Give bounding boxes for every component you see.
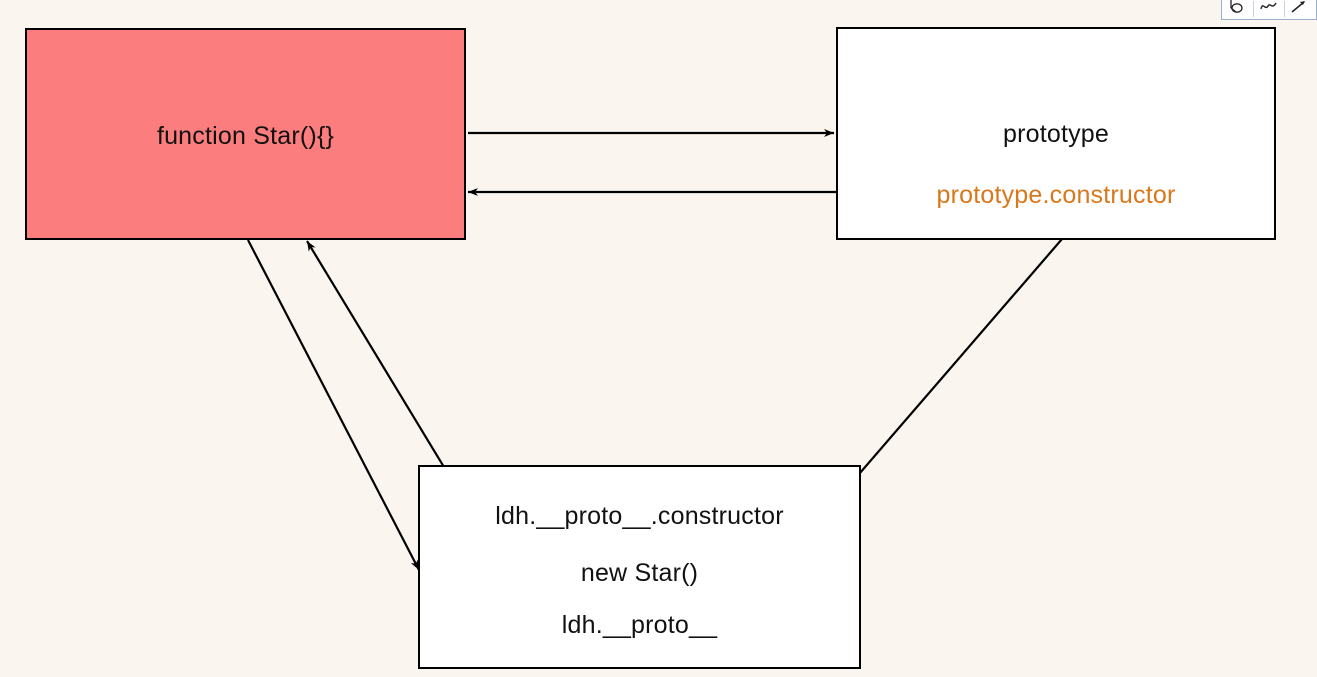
toolbar-separator xyxy=(1253,1,1255,17)
prototype-label: prototype xyxy=(1002,120,1110,148)
function-star-box[interactable]: function Star(){} xyxy=(25,28,466,240)
instance-proto-label: ldh.__proto__ xyxy=(561,611,718,639)
drawing-toolbar[interactable] xyxy=(1221,0,1317,20)
arrow-tool-button[interactable] xyxy=(1286,0,1312,17)
instance-new-star-label: new Star() xyxy=(580,559,699,587)
shape-icon xyxy=(1230,0,1243,13)
curve-icon xyxy=(1260,2,1277,10)
function-star-label: function Star(){} xyxy=(156,122,335,150)
instance-proto-constructor-label: ldh.__proto__.constructor xyxy=(495,502,784,530)
prototype-constructor-label: prototype.constructor xyxy=(936,181,1176,209)
instance-box[interactable]: ldh.__proto__.constructor new Star() ldh… xyxy=(418,465,861,669)
prototype-box[interactable]: prototype prototype.constructor xyxy=(836,27,1276,240)
arrow-icon xyxy=(1291,1,1306,13)
connector-star-to-instance xyxy=(247,239,420,571)
shape-tool-button[interactable] xyxy=(1226,0,1252,17)
scribble-tool-button[interactable] xyxy=(1256,0,1282,17)
toolbar-separator xyxy=(1283,1,1285,17)
